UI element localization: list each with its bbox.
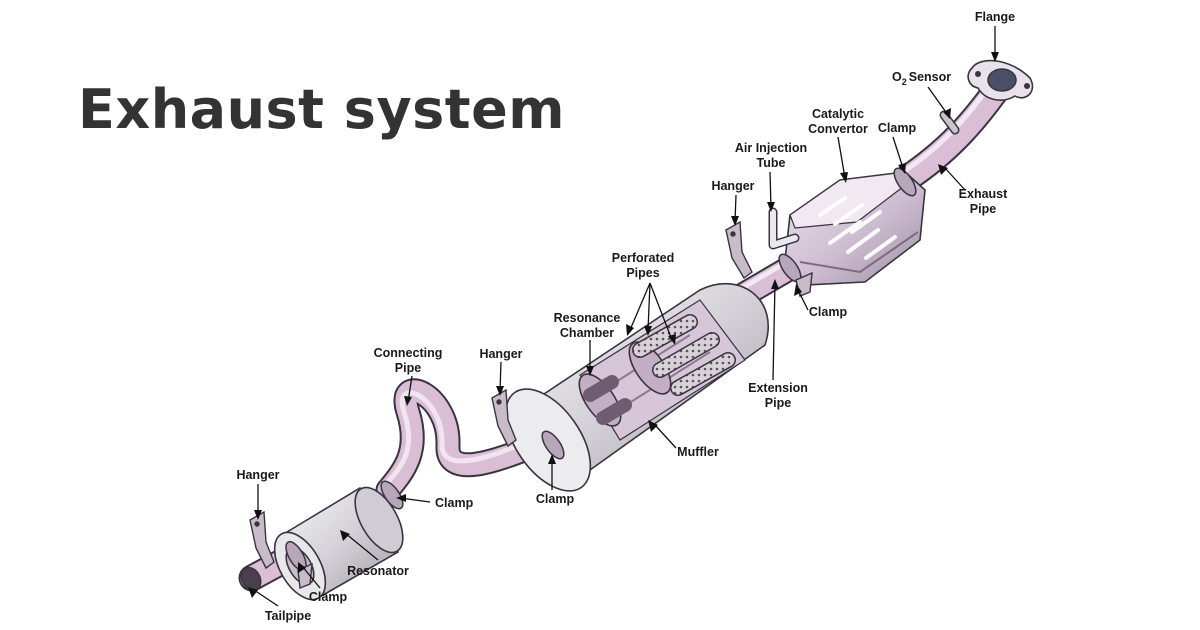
label-catalytic-convertor-line1: Catalytic <box>812 107 864 121</box>
label-catalytic-convertor-line2: Convertor <box>808 122 868 136</box>
clamp-connecting-part <box>380 480 404 510</box>
label-clamp-mid: Clamp <box>809 305 848 319</box>
page-title: Exhaust system <box>78 78 565 141</box>
flange <box>967 59 1034 101</box>
label-muffler: Muffler <box>677 445 719 459</box>
clamp-muffler-part <box>541 430 565 460</box>
label-hanger-upper: Hanger <box>711 179 754 193</box>
hanger-mid-part <box>491 388 517 448</box>
label-air-injection-line1: Air Injection <box>735 141 807 155</box>
label-connecting-pipe-line1: Connecting <box>374 346 443 360</box>
hangers <box>249 220 813 589</box>
label-exhaust-pipe-line2: Pipe <box>970 202 996 216</box>
label-clamp-top: Clamp <box>878 121 917 135</box>
label-hanger-mid: Hanger <box>479 347 522 361</box>
o2-sensor <box>939 110 960 135</box>
clamps <box>285 167 917 572</box>
clamp-top-part <box>893 167 917 197</box>
muffler <box>504 283 769 492</box>
label-tailpipe: Tailpipe <box>265 609 311 623</box>
label-hanger-lower: Hanger <box>236 468 279 482</box>
label-clamp-connecting: Clamp <box>435 496 474 510</box>
label-perforated-pipes-line2: Pipes <box>626 266 659 280</box>
label-perforated-pipes-line1: Perforated <box>612 251 675 265</box>
label-resonance-chamber-line2: Chamber <box>560 326 614 340</box>
label-resonator: Resonator <box>347 564 409 578</box>
leader-lines <box>248 26 999 607</box>
perforated-pipes <box>632 314 736 396</box>
label-connecting-pipe-line2: Pipe <box>395 361 421 375</box>
air-injection-tube <box>768 207 800 250</box>
label-extension-pipe-line1: Extension <box>748 381 808 395</box>
label-clamp-tail: Clamp <box>309 590 348 604</box>
label-extension-pipe-line2: Pipe <box>765 396 791 410</box>
label-resonance-chamber-line1: Resonance <box>554 311 621 325</box>
label-exhaust-pipe-line1: Exhaust <box>959 187 1008 201</box>
label-flange: Flange <box>975 10 1015 24</box>
label-air-injection-line2: Tube <box>757 156 786 170</box>
label-clamp-muffler: Clamp <box>536 492 575 506</box>
